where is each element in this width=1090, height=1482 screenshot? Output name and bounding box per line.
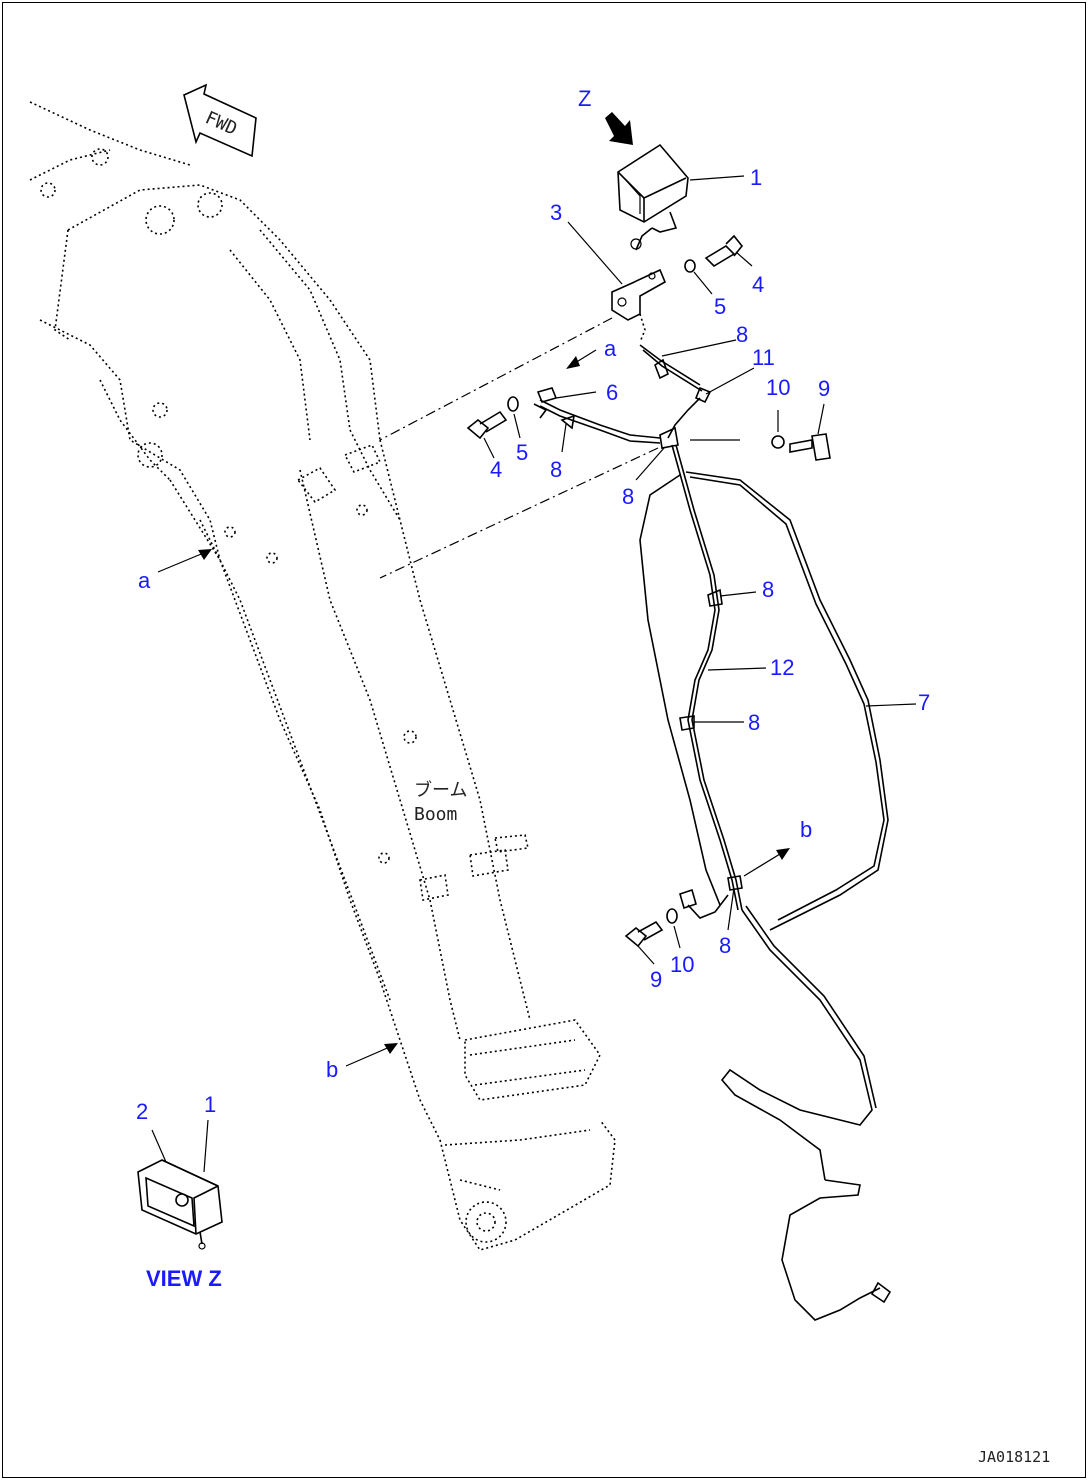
callout-1-top: 1: [750, 165, 762, 190]
boom-structure: [29, 101, 616, 1251]
callout-b-left: b: [326, 1057, 338, 1082]
washer-right-icon: [771, 435, 785, 449]
callout-8-left: 8: [622, 484, 634, 509]
boom-jp-label: ブーム: [414, 779, 467, 801]
boom-en-label: Boom: [414, 804, 457, 825]
callout-a-left: a: [138, 568, 151, 593]
callout-3: 3: [550, 200, 562, 225]
washer-upper-icon: [684, 259, 696, 273]
callout-1-view: 1: [204, 1092, 216, 1117]
ref-arrows: [157, 349, 790, 1067]
reference-lines: [379, 317, 740, 579]
callout-b-right: b: [800, 817, 812, 842]
callout-10-top: 10: [766, 375, 790, 400]
callout-2-view: 2: [136, 1099, 148, 1124]
work-lamp-icon: [617, 143, 689, 251]
callout-12: 12: [770, 655, 794, 680]
callout-7: 7: [918, 690, 930, 715]
lamp-bracket-icon: [611, 268, 667, 343]
callout-6: 6: [606, 380, 618, 405]
callout-8-upper-wire: 8: [762, 577, 774, 602]
callout-8-lower-wire: 8: [748, 710, 760, 735]
callout-8-top: 8: [736, 322, 748, 347]
bolt-upper-icon: [704, 234, 744, 268]
callout-5-top: 5: [714, 294, 726, 319]
washer-bottom-icon: [666, 908, 678, 924]
callout-z: Z: [578, 86, 591, 111]
view-z-arrow-icon: [605, 112, 633, 145]
callout-11: 11: [752, 345, 775, 370]
callout-9-bottom: 9: [650, 967, 662, 992]
callout-9-top: 9: [818, 376, 830, 401]
callout-8-bottom: 8: [719, 933, 731, 958]
leader-lines: [483, 175, 917, 965]
view-z-label: VIEW Z: [146, 1266, 222, 1291]
bolt-mid-icon: [466, 410, 508, 440]
washer-mid-icon: [507, 396, 519, 412]
wire-harness-upper: [539, 344, 712, 449]
callout-a-top: a: [604, 336, 617, 361]
view-z-lamp-icon: [137, 1119, 223, 1250]
callout-8-mid: 8: [550, 457, 562, 482]
fwd-label: FWD: [202, 107, 240, 139]
bolt-bottom-icon: [624, 920, 664, 948]
callout-10-bottom: 10: [670, 952, 694, 977]
bolt-right-icon: [789, 433, 831, 461]
clamp-mid-icon: [560, 414, 576, 430]
fwd-arrow-icon: FWD: [183, 83, 257, 158]
callout-4-mid: 4: [490, 457, 502, 482]
drawing-code: JA018121: [978, 1448, 1050, 1466]
wire-harness-main: [639, 444, 892, 1321]
callout-4-top: 4: [752, 272, 764, 297]
callout-5-mid: 5: [516, 440, 528, 465]
